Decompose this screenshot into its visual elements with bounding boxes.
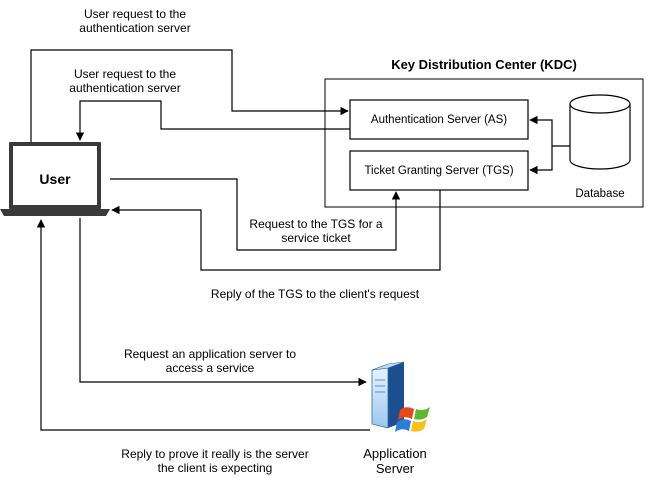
arrow-tgs-to-user: [111, 190, 441, 271]
windows-server-icon: [371, 361, 430, 432]
label-user-to-as: User request to the authentication serve…: [79, 7, 191, 35]
as-label: Authentication Server (AS): [370, 113, 508, 126]
app-server-label: Application Server: [363, 446, 427, 476]
arrow-db-to-tgs: [529, 146, 553, 175]
kdc-container: [324, 78, 644, 208]
database-label: Database: [575, 188, 625, 200]
label-user-to-tgs: Request to the TGS for a service ticket: [249, 217, 383, 245]
label-as-to-user: User request to the authentication serve…: [69, 67, 181, 95]
arrow-as-to-user: [75, 100, 350, 141]
label-user-to-app: Request an application server to access …: [123, 347, 297, 375]
kdc-title: Key Distribution Center (KDC): [391, 57, 577, 72]
database-cylinder-icon: [569, 94, 631, 170]
user-label: User: [39, 171, 71, 187]
label-app-to-user: Reply to prove it really is the server t…: [121, 447, 309, 475]
arrow-user-to-tgs: [110, 178, 401, 251]
arrow-user-to-as: [30, 49, 349, 142]
tgs-box: [349, 150, 529, 191]
arrow-app-to-user: [36, 219, 370, 431]
arrow-db-to-as: [529, 115, 570, 147]
as-box: [349, 99, 529, 140]
tgs-label: Ticket Granting Server (TGS): [364, 164, 514, 177]
label-tgs-to-user: Reply of the TGS to the client's request: [210, 287, 420, 301]
arrow-user-to-app: [79, 218, 367, 387]
laptop-icon: [0, 142, 110, 216]
